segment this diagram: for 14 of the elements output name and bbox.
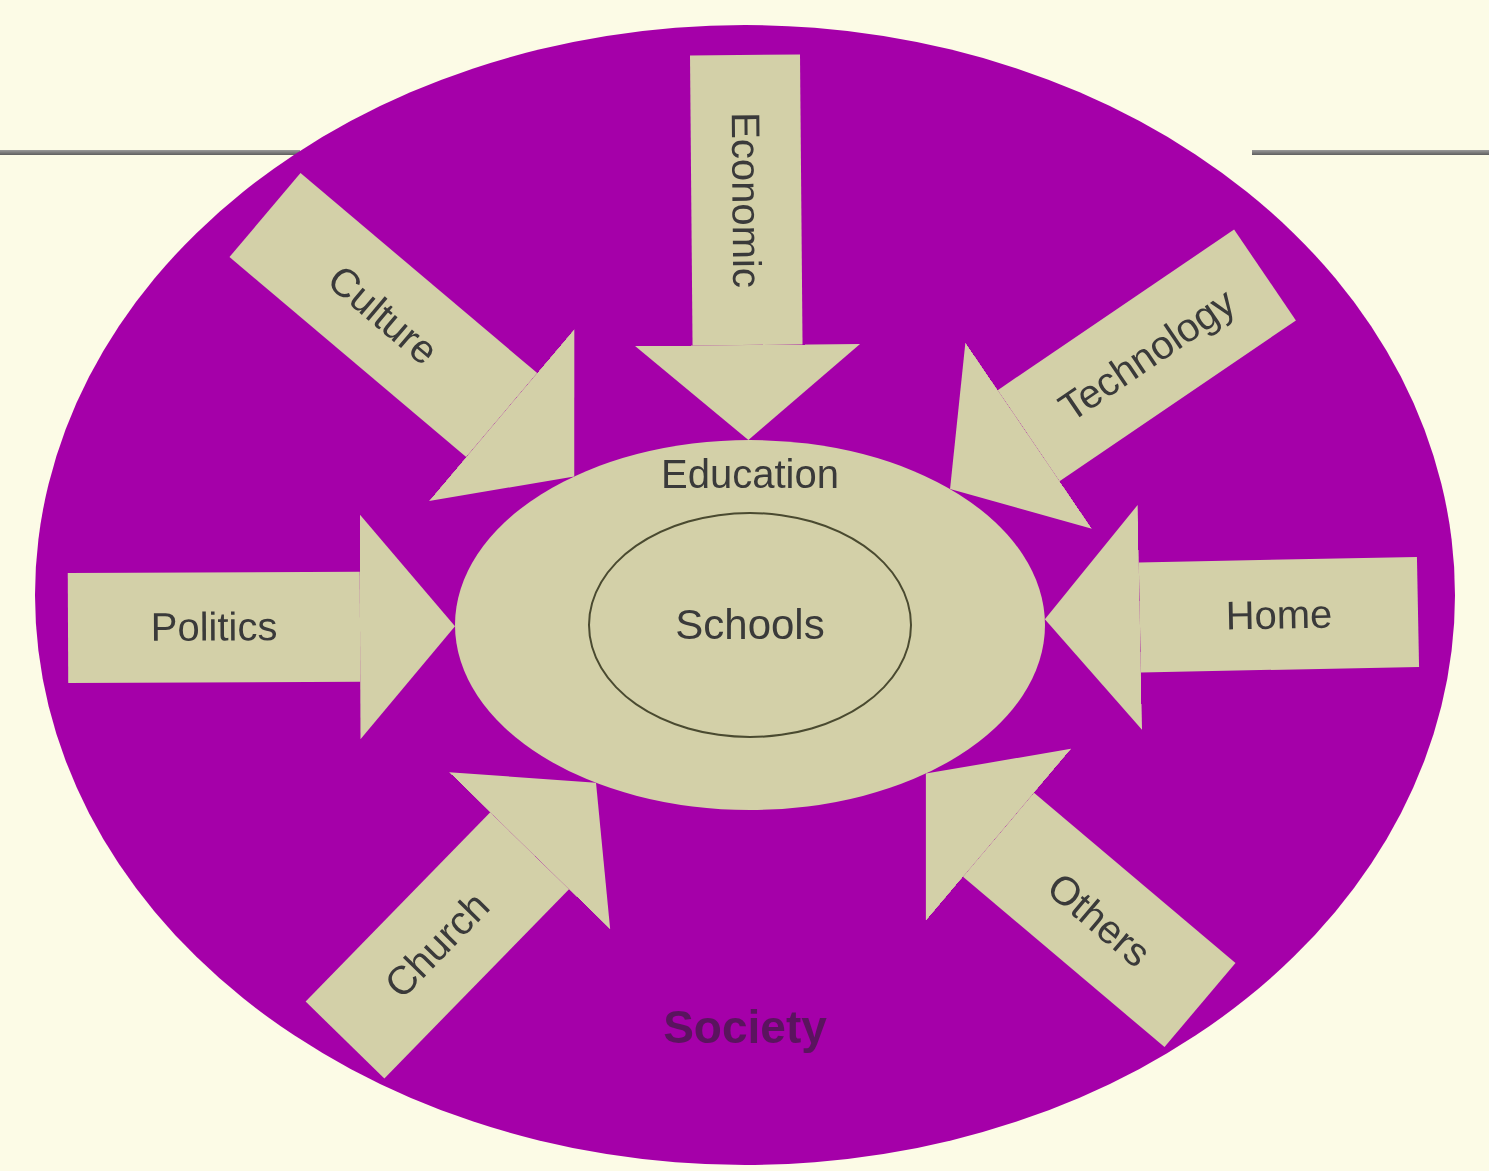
block-arrow	[67, 514, 455, 740]
block-arrow	[925, 748, 1236, 1048]
block-arrow	[950, 229, 1296, 529]
edge-label: Politics	[150, 604, 278, 651]
block-arrow	[1044, 504, 1420, 730]
block-arrow	[229, 173, 575, 501]
node-label: Society	[663, 1000, 827, 1054]
edge-label: Home	[1225, 591, 1333, 639]
node-label: Schools	[675, 601, 825, 649]
block-arrow	[305, 772, 611, 1079]
node-label: Education	[661, 452, 839, 497]
schools-ellipse	[588, 512, 912, 738]
edge-label: Economic	[723, 112, 770, 288]
block-arrow	[635, 54, 861, 440]
